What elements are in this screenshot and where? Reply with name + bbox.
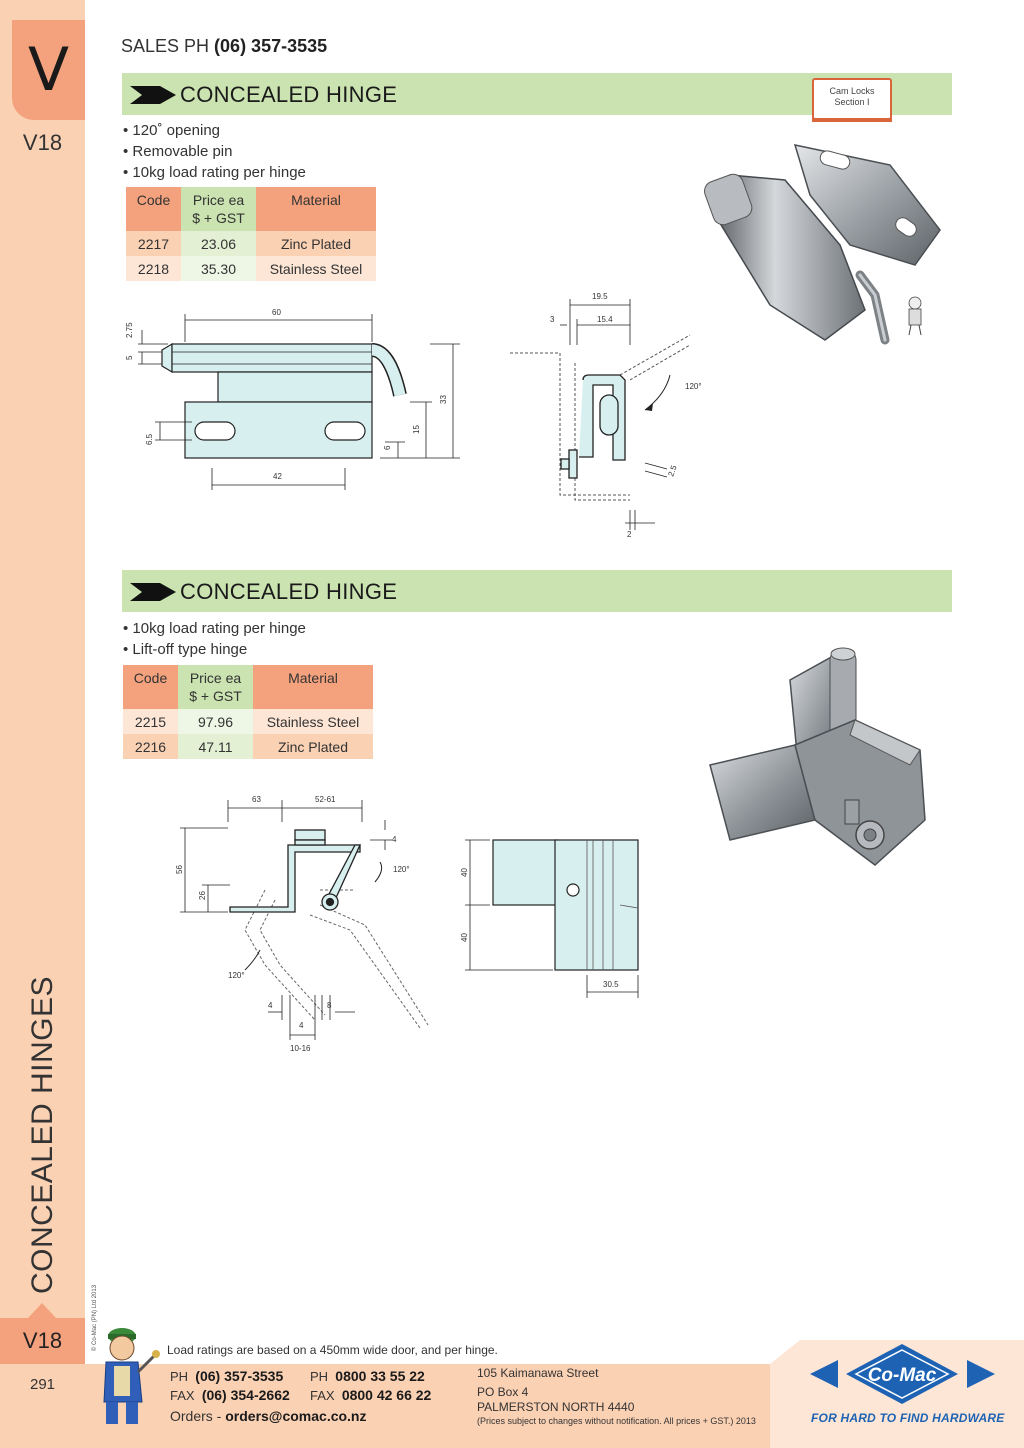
cell-material: Stainless Steel — [253, 709, 373, 734]
feature-item: 10kg load rating per hinge — [123, 618, 305, 639]
table-row: 2215 97.96 Stainless Steel — [123, 709, 373, 734]
phone-line: PH (06) 357-3535 — [170, 1368, 284, 1384]
dim-label: 30.5 — [603, 980, 619, 989]
table-row: 2217 23.06 Zinc Plated — [126, 231, 376, 256]
dim-label: 5 — [125, 355, 134, 360]
dim-label: 40 — [460, 933, 469, 942]
product2-title-bar: CONCEALED HINGE — [122, 570, 952, 612]
dim-label: 52-61 — [315, 795, 336, 804]
cell-code: 2215 — [123, 709, 178, 734]
orders-email-link[interactable]: orders@comac.co.nz — [225, 1408, 367, 1424]
dim-label: 2.5 — [666, 464, 678, 478]
product2-price-table: Code Price ea$ + GST Material 2215 97.96… — [123, 665, 373, 759]
dim-label: 120° — [393, 865, 410, 874]
bottom-section-code: V18 — [0, 1318, 85, 1364]
cell-code: 2216 — [123, 734, 178, 759]
cell-material: Zinc Plated — [256, 231, 376, 256]
feature-item: Lift-off type hinge — [123, 639, 306, 660]
bottom-tab-peak — [28, 1303, 56, 1318]
dim-label: 2 — [627, 530, 632, 539]
dim-label: 4 — [299, 1021, 304, 1030]
table-row: 2216 47.11 Zinc Plated — [123, 734, 373, 759]
cell-code: 2217 — [126, 231, 181, 256]
product1-title: CONCEALED HINGE — [180, 82, 398, 107]
product2-features: 10kg load rating per hinge Lift-off type… — [123, 618, 306, 660]
fax-line: FAX (06) 354-2662 — [170, 1387, 290, 1403]
section-code: V18 — [22, 130, 63, 155]
table-header-row: Code Price ea$ + GST Material — [123, 665, 373, 709]
dim-label: 56 — [175, 865, 184, 874]
comac-logo: Co-Mac — [810, 1344, 995, 1404]
mascot-icon — [103, 1328, 160, 1424]
address-city: PALMERSTON NORTH 4440 — [477, 1400, 635, 1414]
cell-price: 23.06 — [181, 231, 256, 256]
table-header-row: Code Price ea$ + GST Material — [126, 187, 376, 231]
dim-label: 2.75 — [125, 322, 134, 338]
dim-label: 8 — [327, 1001, 332, 1010]
freefax-line: FAX 0800 42 66 22 — [310, 1387, 432, 1403]
product1-hinge-photo — [703, 144, 941, 345]
dim-label: 4 — [268, 1001, 273, 1010]
cell-price: 47.11 — [178, 734, 253, 759]
product2-front-drawing: 40 40 30.5 — [460, 839, 639, 998]
orders-line: Orders - orders@comac.co.nz — [170, 1408, 367, 1424]
dim-label: 120° — [685, 382, 702, 391]
dim-label: 4 — [392, 835, 397, 844]
cam-locks-reference-badge[interactable]: Cam Locks Section I — [812, 78, 892, 122]
dim-label: 33 — [439, 395, 448, 404]
dim-label: 63 — [252, 795, 261, 804]
sales-phone: SALES PH (06) 357-3535 — [121, 36, 328, 56]
arrow-right-icon — [130, 86, 176, 104]
header-price: Price ea$ + GST — [181, 187, 256, 231]
mascot-mini-icon — [908, 296, 922, 336]
header-price: Price ea$ + GST — [178, 665, 253, 709]
dim-label: 60 — [272, 308, 281, 317]
section-tab: V — [12, 20, 85, 120]
dim-label: 19.5 — [592, 292, 608, 301]
product1-side-drawing: 19.5 15.4 3 120° 2.5 2 — [510, 292, 702, 539]
dim-label: 10-16 — [290, 1044, 311, 1053]
header-material: Material — [253, 665, 373, 709]
product2-side-drawing: 63 52-61 56 26 4 120° 120° 4 4 8 10-16 — [175, 795, 429, 1053]
address-pobox: PO Box 4 — [477, 1385, 529, 1399]
feature-item: 120˚ opening — [123, 120, 306, 141]
cell-price: 97.96 — [178, 709, 253, 734]
arrow-right-icon — [130, 583, 176, 601]
header-code: Code — [126, 187, 181, 231]
brand-name: Co-Mac — [868, 1365, 937, 1386]
sales-phone-number: (06) 357-3535 — [214, 36, 328, 56]
brand-tagline: FOR HARD TO FIND HARDWARE — [811, 1411, 1005, 1425]
product1-price-table: Code Price ea$ + GST Material 2217 23.06… — [126, 187, 376, 281]
page-number: 291 — [29, 1376, 56, 1393]
price-disclaimer: (Prices subject to changes without notif… — [477, 1416, 756, 1426]
table-row: 2218 35.30 Stainless Steel — [126, 256, 376, 281]
freephone-line: PH 0800 33 55 22 — [310, 1368, 425, 1384]
product1-front-drawing: 60 42 33 15 6 2.75 5 6.5 — [125, 308, 460, 490]
dim-label: 6.5 — [145, 433, 154, 445]
header-code: Code — [123, 665, 178, 709]
product2-title: CONCEALED HINGE — [180, 579, 398, 604]
side-strip — [0, 0, 85, 1448]
dim-label: 6 — [383, 445, 392, 450]
address-street: 105 Kaimanawa Street — [477, 1366, 599, 1380]
dim-label: 40 — [460, 868, 469, 877]
dim-label: 26 — [198, 891, 207, 900]
dim-label: 15.4 — [597, 315, 613, 324]
cell-code: 2218 — [126, 256, 181, 281]
dim-label: 42 — [273, 472, 282, 481]
dim-label: 15 — [412, 425, 421, 434]
product2-hinge-photo — [709, 647, 926, 866]
dim-label: 3 — [550, 315, 555, 324]
feature-item: 10kg load rating per hinge — [123, 162, 305, 183]
feature-item: Removable pin — [123, 141, 306, 162]
section-letter: V — [27, 35, 70, 105]
header-material: Material — [256, 187, 376, 231]
dim-label: 120° — [228, 971, 245, 980]
cell-material: Zinc Plated — [253, 734, 373, 759]
product1-features: 120˚ opening Removable pin 10kg load rat… — [123, 120, 306, 183]
cell-material: Stainless Steel — [256, 256, 376, 281]
cell-price: 35.30 — [181, 256, 256, 281]
load-rating-note: Load ratings are based on a 450mm wide d… — [167, 1343, 498, 1357]
